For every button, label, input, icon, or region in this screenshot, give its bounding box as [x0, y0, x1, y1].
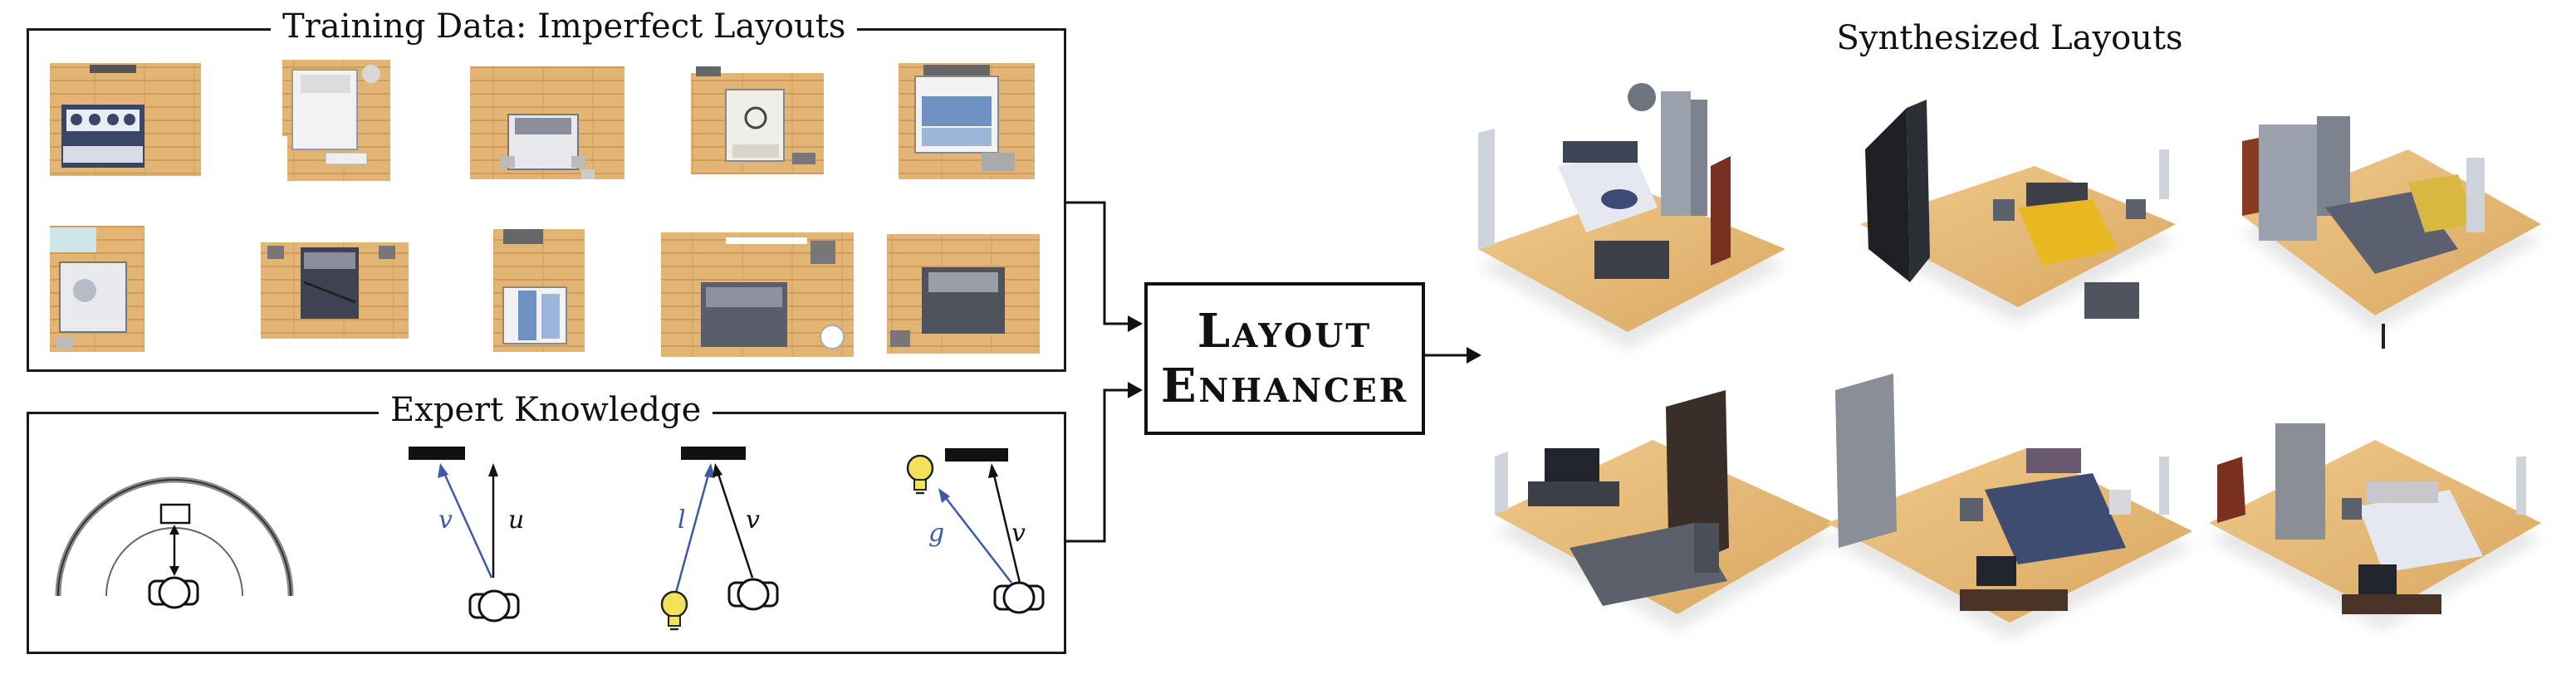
blue-arrow — [442, 471, 493, 579]
expert-knowledge-title: Expert Knowledge — [379, 392, 713, 428]
target-bar — [681, 447, 746, 460]
enhancer-line-2: Enhancer — [1160, 359, 1409, 413]
person-icon — [727, 578, 779, 611]
training-room-4 — [691, 66, 824, 174]
layout-enhancer-box: Layout Enhancer — [1144, 282, 1425, 435]
black-arrow — [992, 471, 1021, 584]
training-room-1 — [50, 63, 226, 176]
training-room-8 — [493, 229, 585, 352]
lightbulb-icon — [906, 454, 934, 495]
expert-to-enhancer-arrow — [1066, 388, 1129, 543]
synthesized-rooms — [1478, 83, 2541, 639]
target-bar — [409, 447, 465, 460]
lighting-rule-diagram: l v — [660, 447, 779, 631]
synth-room-5 — [1827, 374, 2192, 639]
enhancer-line-1: Layout — [1197, 304, 1373, 359]
person-icon — [148, 576, 199, 609]
training-room-5 — [899, 63, 1035, 179]
training-data-title: Training Data: Imperfect Layouts — [271, 8, 858, 45]
training-room-2 — [276, 60, 390, 181]
blue-label: l — [678, 506, 686, 535]
proximity-diagram — [55, 476, 294, 609]
expert-diagrams: v u l v — [55, 447, 1045, 631]
black-arrow — [716, 471, 754, 579]
person-icon — [468, 589, 520, 623]
training-room-6 — [50, 226, 144, 352]
synth-room-6 — [2209, 423, 2541, 631]
person-icon — [993, 581, 1045, 614]
target-bar — [945, 448, 1008, 462]
blue-arrow — [943, 494, 1012, 584]
blue-label: v — [438, 506, 453, 535]
training-to-enhancer-arrow — [1066, 201, 1129, 325]
black-label: u — [508, 506, 524, 535]
facing-rule-diagram: v u — [409, 447, 524, 623]
lightbulb-icon — [660, 590, 688, 631]
training-room-9 — [661, 232, 854, 357]
synthesized-layouts-title: Synthesized Layouts — [1836, 19, 2183, 57]
glare-rule-diagram: g v — [906, 448, 1045, 614]
synth-room-3 — [2242, 116, 2541, 349]
synth-room-2 — [1860, 100, 2176, 324]
training-room-3 — [470, 66, 624, 179]
synth-room-1 — [1478, 83, 1785, 349]
training-room-10 — [887, 234, 1040, 354]
black-label: v — [746, 506, 760, 535]
blue-label: g — [928, 519, 944, 548]
synth-room-4 — [1495, 390, 1835, 631]
training-layouts — [50, 60, 1040, 357]
object-rect — [159, 503, 191, 525]
training-room-7 — [261, 242, 409, 339]
black-label: v — [1011, 519, 1026, 548]
blue-arrow — [674, 471, 711, 593]
